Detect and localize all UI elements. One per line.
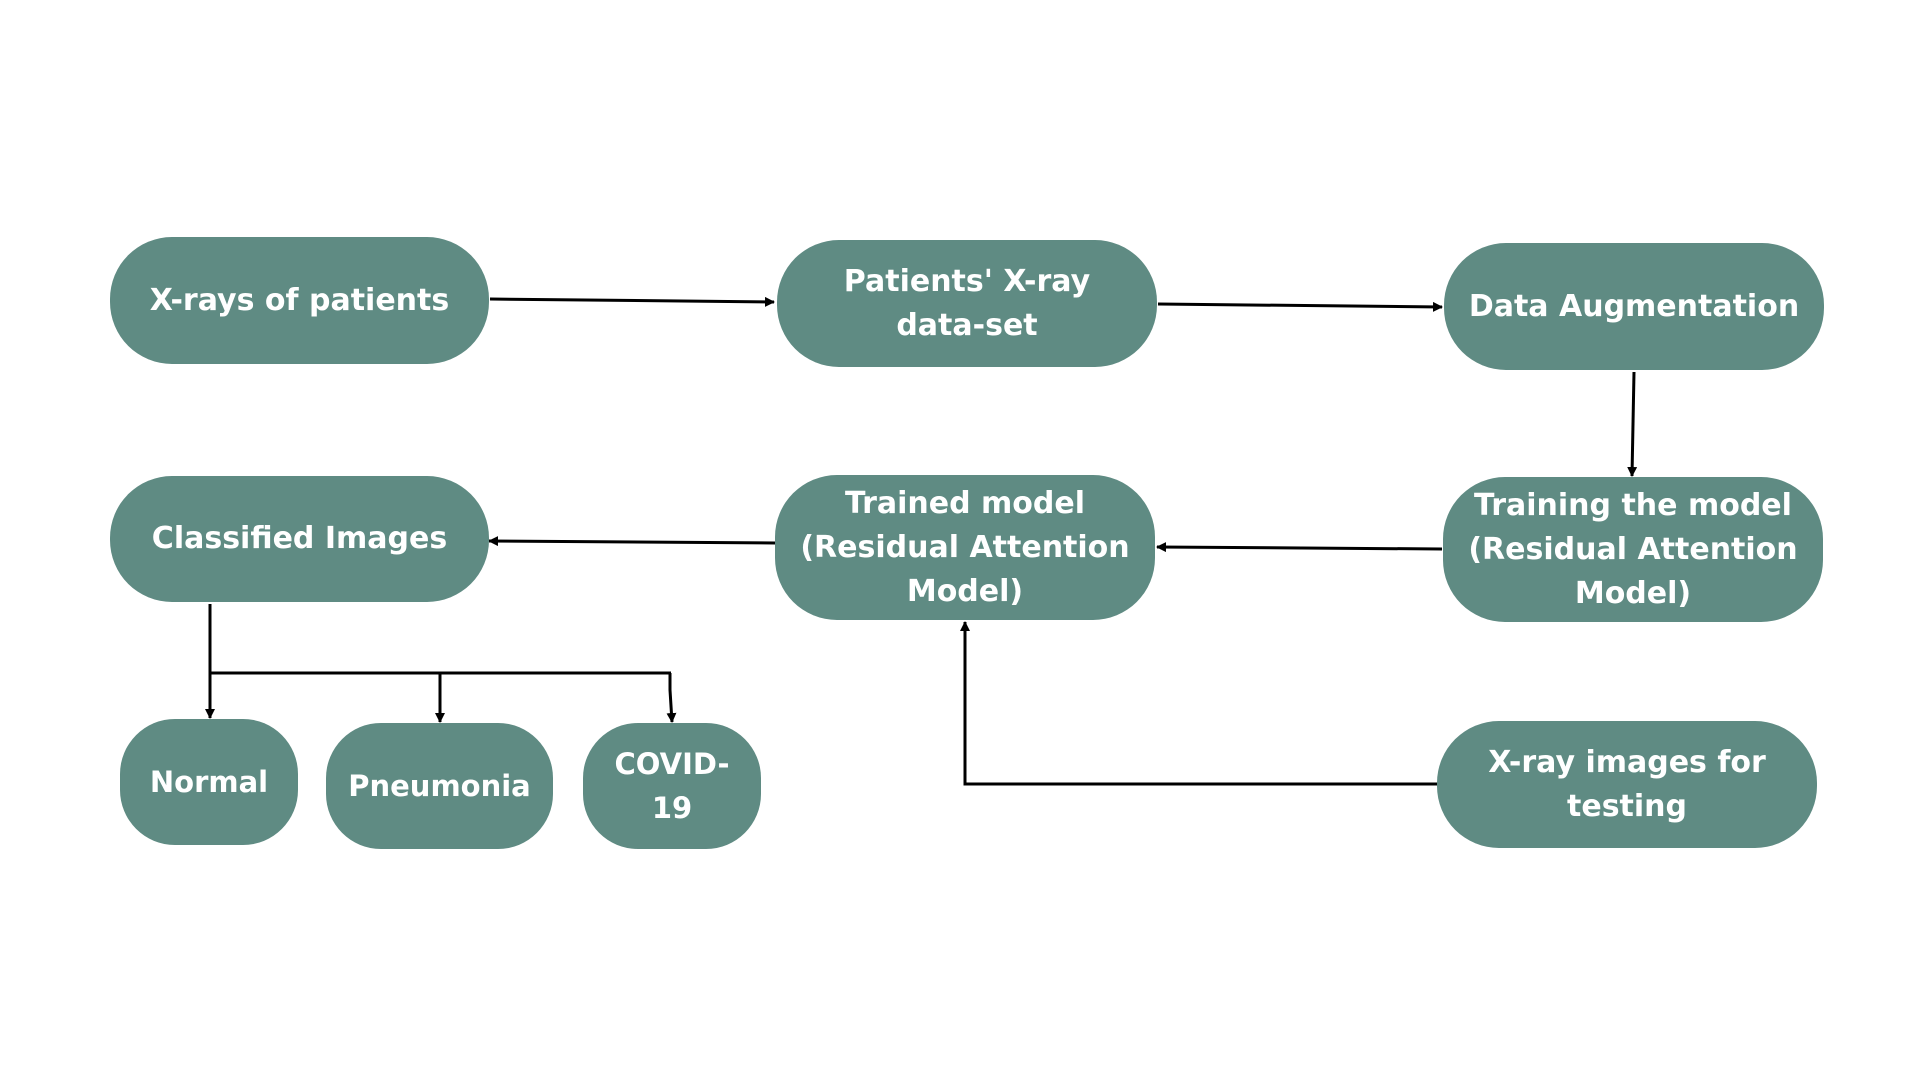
node-classified-label: Classified Images <box>151 521 448 556</box>
arrow-xrays-to-dataset <box>489 296 775 307</box>
node-patients-xray-dataset: Patients' X-ray data-set <box>777 240 1157 367</box>
node-normal-label: Normal <box>149 765 269 799</box>
arrow-augmentation-to-training <box>1627 371 1638 477</box>
arrow-training-to-trained <box>1156 542 1443 553</box>
arrow-dataset-to-augmentation <box>1157 301 1443 312</box>
node-classified-images: Classified Images <box>110 476 489 602</box>
node-xray-images-for-testing: X-ray images for testing <box>1437 721 1817 848</box>
node-pneumonia: Pneumonia <box>326 723 553 849</box>
node-xrays-label: X-rays of patients <box>149 282 450 318</box>
node-training-the-model: Training the model (Residual Attention M… <box>1443 477 1823 622</box>
node-augmentation-label: Data Augmentation <box>1468 288 1800 324</box>
node-training-label: Training the model (Residual Attention M… <box>1468 487 1798 611</box>
node-pneumonia-label: Pneumonia <box>348 769 531 803</box>
node-trained-model: Trained model (Residual Attention Model) <box>775 475 1155 620</box>
node-xrays-of-patients: X-rays of patients <box>110 237 489 364</box>
node-covid-19: COVID-19 <box>583 723 761 849</box>
arrow-to-covid <box>666 673 677 723</box>
node-trained-label: Trained model (Residual Attention Model) <box>800 485 1130 609</box>
node-normal: Normal <box>120 719 298 845</box>
arrow-testing-to-trained <box>960 621 1439 786</box>
node-testing-label: X-ray images for testing <box>1488 744 1766 824</box>
arrow-trained-to-classified <box>488 536 776 547</box>
node-data-augmentation: Data Augmentation <box>1444 243 1824 370</box>
node-dataset-label: Patients' X-ray data-set <box>843 263 1091 343</box>
node-covid-label: COVID-19 <box>614 747 730 825</box>
